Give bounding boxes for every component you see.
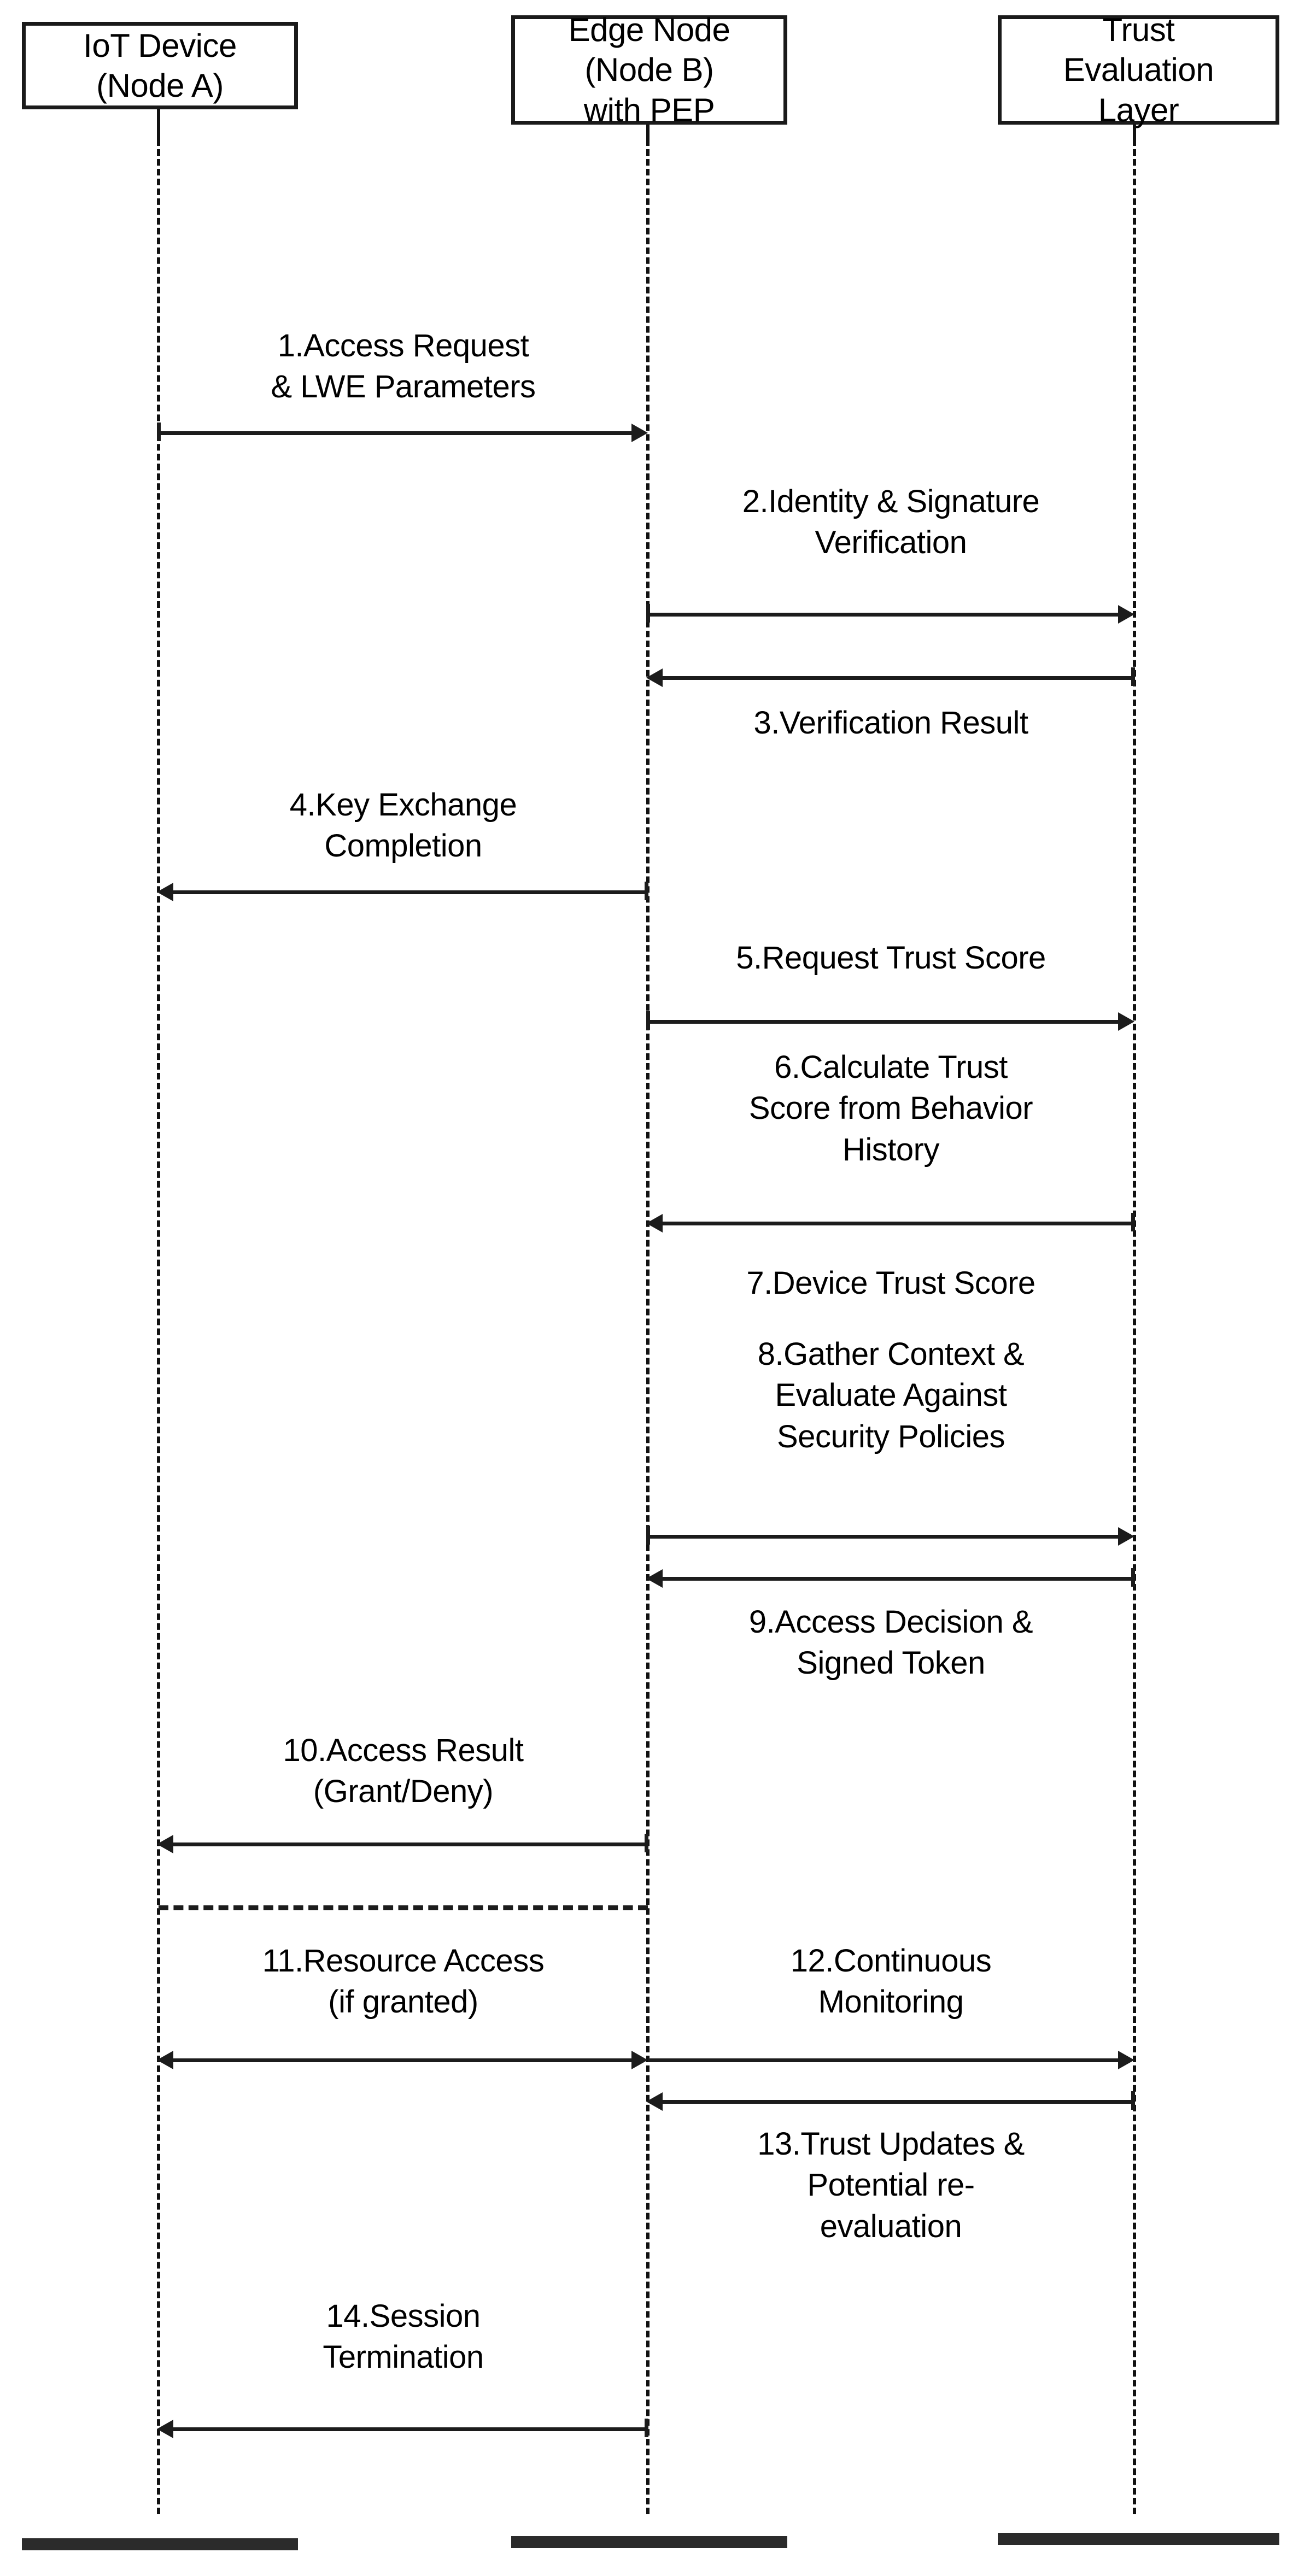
message-line-11[interactable] <box>173 2058 633 2062</box>
lifeline-stub-iot-device <box>157 109 160 142</box>
message-arrowhead-14 <box>157 2420 173 2438</box>
message-arrowhead-6 <box>646 1214 663 1233</box>
message-line-dashed-separator[interactable] <box>159 1905 648 1910</box>
message-line-5[interactable] <box>648 1020 1120 1024</box>
message-label-6: 6.Calculate Trust Score from Behavior Hi… <box>748 1049 1033 1167</box>
message-line-12[interactable] <box>648 2058 1120 2062</box>
message-line-8[interactable] <box>648 1535 1120 1539</box>
lifeline-terminator-edge-node <box>511 2536 787 2548</box>
lifeline-stub-trust-evaluation-layer <box>1133 125 1136 143</box>
lifeline-iot-device <box>157 139 160 2514</box>
message-label-11: 11.Resource Access (if granted) <box>262 1943 545 2020</box>
message-label-7: 7.Device Trust Score <box>746 1265 1035 1301</box>
message-label-3: 3.Verification Result <box>753 705 1028 741</box>
message-label-8: 8.Gather Context & Evaluate Against Secu… <box>757 1336 1025 1454</box>
message-arrowhead-13 <box>646 2092 663 2111</box>
message-arrowhead-3 <box>646 668 663 687</box>
lifeline-edge-node <box>646 139 650 2514</box>
participant-label-line3: with PEP <box>583 91 715 128</box>
lifeline-trust-evaluation-layer <box>1133 139 1136 2514</box>
message-line-10[interactable] <box>173 1842 648 1846</box>
message-label-9: 9.Access Decision & Signed Token <box>748 1604 1033 1681</box>
participant-label-line1: IoT Device <box>83 27 237 64</box>
message-arrowhead-8 <box>1118 1527 1134 1546</box>
lifeline-stub-edge-node <box>646 125 650 143</box>
lifeline-terminator-iot-device <box>22 2538 298 2550</box>
message-tail-9 <box>1131 1568 1135 1587</box>
message-tail-6 <box>1131 1213 1135 1231</box>
participant-box-edge-node[interactable]: Edge Node (Node B) with PEP <box>511 11 787 128</box>
message-arrowhead-2 <box>1118 605 1134 624</box>
message-arrowhead-11-right <box>631 2051 648 2069</box>
message-line-6[interactable] <box>663 1222 1133 1225</box>
message-label-14: 14.Session Termination <box>323 2298 484 2375</box>
message-label-1: 1.Access Request & LWE Parameters <box>271 328 536 405</box>
message-label-13: 13.Trust Updates & Potential re- evaluat… <box>757 2126 1025 2244</box>
message-label-5: 5.Request Trust Score <box>736 940 1046 976</box>
message-arrowhead-12 <box>1118 2051 1134 2069</box>
message-arrowhead-11-left <box>157 2051 173 2069</box>
message-arrowhead-10 <box>157 1835 173 1853</box>
message-tail-3 <box>1131 667 1135 686</box>
participant-box-trust-evaluation-layer[interactable]: Trust Evaluation Layer <box>998 11 1279 128</box>
message-label-2: 2.Identity & Signature Verification <box>742 484 1040 561</box>
message-label-4: 4.Key Exchange Completion <box>289 787 517 864</box>
message-arrowhead-4 <box>157 883 173 901</box>
message-line-14[interactable] <box>173 2427 648 2431</box>
message-line-13[interactable] <box>663 2100 1133 2104</box>
participant-label-line1: Trust <box>1102 11 1175 49</box>
message-line-1[interactable] <box>159 431 633 435</box>
participant-label-line1: Edge Node <box>568 11 730 49</box>
message-arrowhead-1 <box>631 424 648 442</box>
message-line-4[interactable] <box>173 890 648 894</box>
message-label-12: 12.Continuous Monitoring <box>790 1943 992 2020</box>
participant-label-line3: Layer <box>1098 91 1179 128</box>
message-label-10: 10.Access Result (Grant/Deny) <box>283 1733 524 1810</box>
message-arrowhead-9 <box>646 1569 663 1588</box>
participant-label-line2: Evaluation <box>1063 51 1214 89</box>
message-tail-13 <box>1131 2091 1135 2110</box>
message-line-2[interactable] <box>648 613 1120 617</box>
participant-label-line2: (Node A) <box>96 67 224 104</box>
lifeline-terminator-trust-evaluation-layer <box>998 2533 1279 2545</box>
message-line-9[interactable] <box>663 1577 1133 1581</box>
message-line-3[interactable] <box>663 676 1133 680</box>
participant-label-line2: (Node B) <box>584 51 714 89</box>
participant-box-iot-device[interactable]: IoT Device (Node A) <box>22 22 298 109</box>
message-arrowhead-5 <box>1118 1012 1134 1031</box>
